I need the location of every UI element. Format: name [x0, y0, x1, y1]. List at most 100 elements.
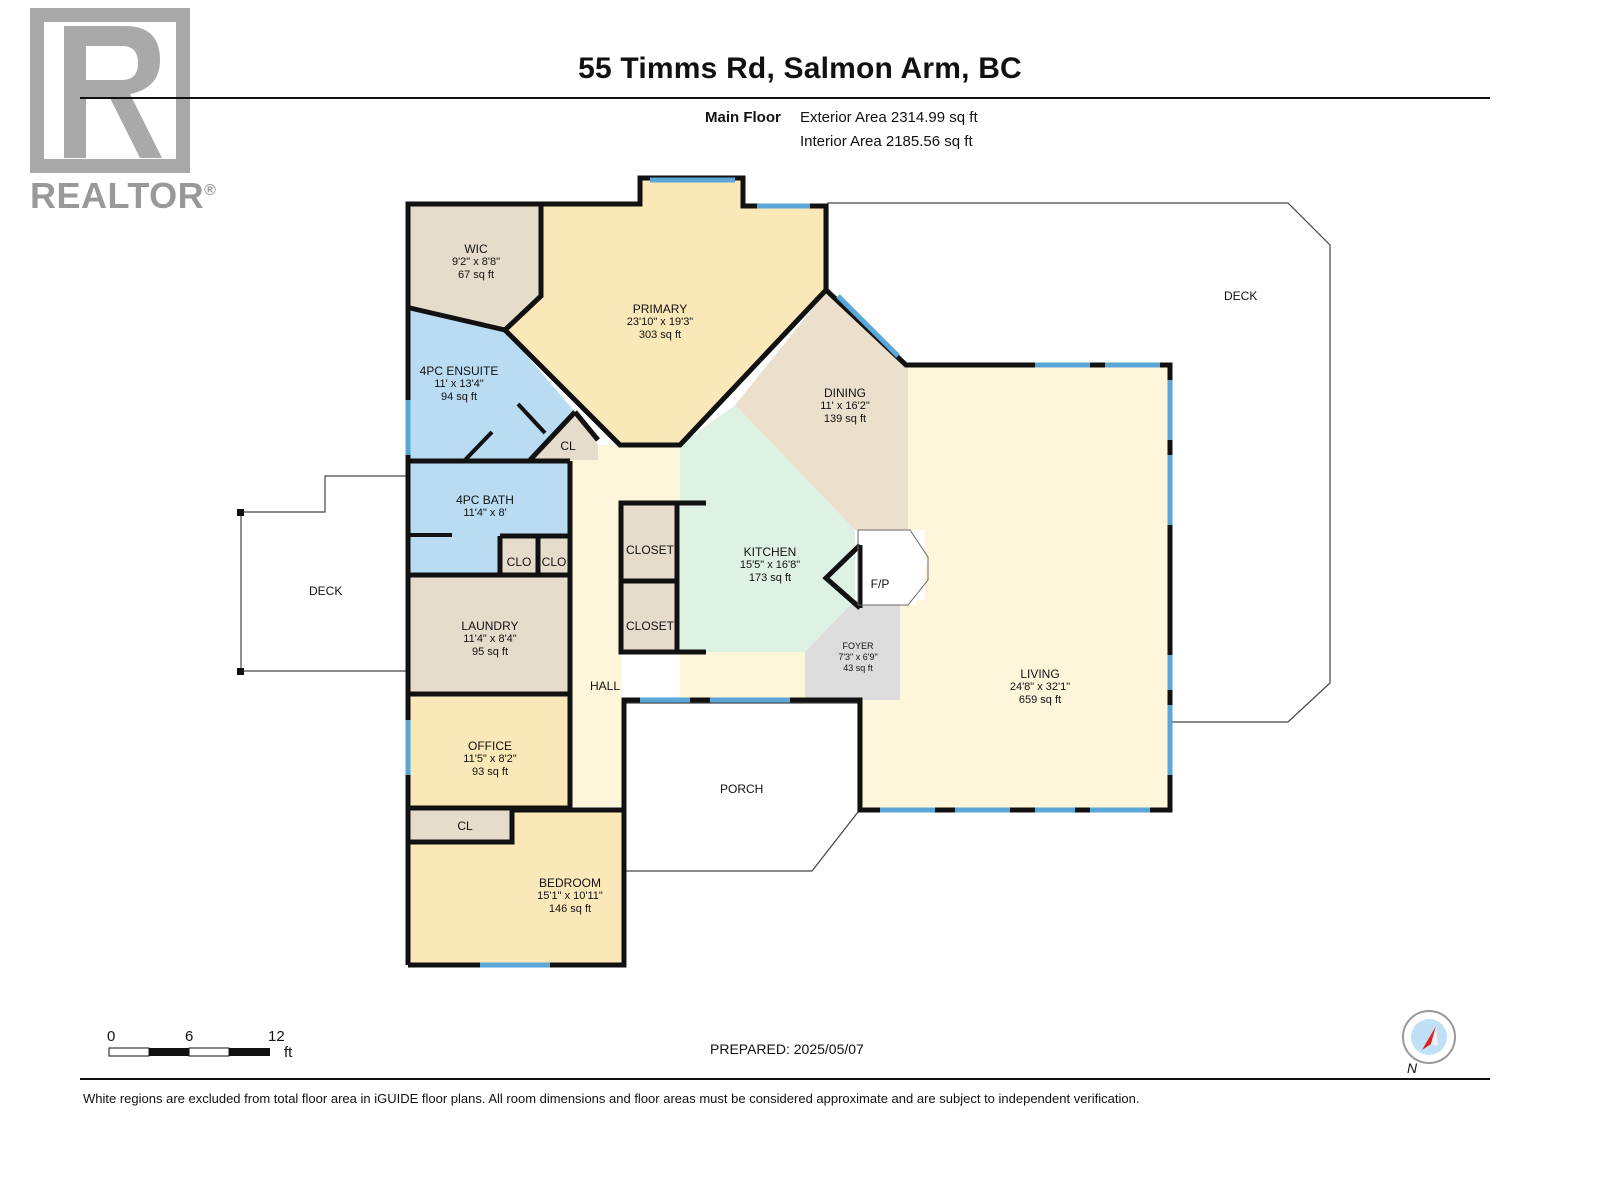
room-area: 95 sq ft — [471, 646, 509, 658]
room-area: 659 sq ft — [1018, 694, 1062, 706]
deck-west-outline — [240, 475, 409, 672]
room-fill-bedroom — [410, 810, 622, 965]
room-fill-hall-strip — [570, 445, 622, 807]
room-label-ensuite: 4PC ENSUITE 11' x 13'4" 94 sq ft — [414, 365, 504, 404]
floor-label: Main Floor — [705, 109, 781, 126]
room-fill-laundry — [410, 577, 570, 693]
room-name: LIVING — [1020, 667, 1060, 681]
room-label-bedroom: BEDROOM 15'1" x 10'11" 146 sq ft — [520, 877, 620, 916]
room-label-laundry: LAUNDRY 11'4" x 8'4" 95 sq ft — [445, 620, 535, 659]
disclaimer: White regions are excluded from total fl… — [83, 1091, 1140, 1106]
room-fill-closet2 — [622, 582, 677, 652]
room-name: 4PC ENSUITE — [419, 364, 499, 378]
room-name: BEDROOM — [538, 876, 601, 890]
prepared-date: PREPARED: 2025/05/07 — [710, 1041, 864, 1057]
room-label-clo2: CLO — [539, 556, 569, 569]
compass-north-label: N — [1407, 1060, 1418, 1076]
fireplace-hearth — [857, 529, 929, 606]
room-label-closet1: CLOSET — [622, 544, 678, 557]
room-label-hall: HALL — [585, 680, 625, 693]
room-area: 93 sq ft — [471, 766, 509, 778]
room-fill-closet1 — [622, 505, 677, 580]
room-fill-living — [860, 365, 1170, 810]
room-name: DINING — [824, 386, 866, 400]
room-name: OFFICE — [468, 739, 512, 753]
wall-fireplace — [822, 543, 862, 610]
scale-tick-0: 0 — [107, 1028, 116, 1045]
room-label-office: OFFICE 11'5" x 8'2" 93 sq ft — [445, 740, 535, 779]
room-fill-dining — [735, 292, 908, 530]
deck-east-label: DECK — [1224, 289, 1258, 303]
header-rule — [80, 97, 1490, 99]
room-dimensions: 15'5" x 16'8" — [739, 559, 801, 571]
room-fill-clo1 — [500, 536, 538, 574]
room-label-bath: 4PC BATH 11'4" x 8' — [440, 494, 530, 520]
room-name: 4PC BATH — [456, 493, 514, 507]
wall-primary-diag-left — [503, 206, 544, 332]
wall-ensuite-cl — [528, 410, 577, 462]
room-name: CLOSET — [625, 543, 674, 557]
room-dimensions: 23'10" x 19'3" — [626, 316, 694, 328]
wall-ensuite-top — [409, 305, 506, 333]
wall-closets — [618, 500, 706, 655]
realtor-wordmark: REALTOR® — [30, 175, 217, 216]
room-label-dining: DINING 11' x 16'2" 139 sq ft — [800, 387, 890, 426]
room-area: 94 sq ft — [440, 391, 478, 403]
room-label-closet2: CLOSET — [622, 620, 678, 633]
room-dimensions: 11'4" x 8'4" — [463, 633, 517, 645]
room-fill-clo2 — [538, 536, 570, 574]
room-label-cl-bedroom: CL — [450, 820, 480, 833]
room-area: 139 sq ft — [823, 413, 867, 425]
wall-bedroom-top — [410, 807, 622, 845]
room-dimensions: 11'5" x 8'2" — [463, 753, 517, 765]
deck-west-label: DECK — [309, 584, 343, 598]
room-name: CLO — [506, 555, 532, 569]
room-area: 67 sq ft — [457, 269, 495, 281]
room-label-living: LIVING 24'8" x 32'1" 659 sq ft — [990, 668, 1090, 707]
scale-unit: ft — [284, 1044, 293, 1061]
realtor-r-logo — [30, 8, 205, 213]
windows — [405, 177, 1173, 968]
room-fill-cl-ensuite — [530, 412, 598, 460]
room-dimensions: 15'1" x 10'11" — [537, 890, 603, 902]
fireplace-label: F/P — [865, 578, 895, 591]
partial-walls — [410, 402, 547, 537]
deck-post — [237, 668, 244, 675]
footer-rule — [80, 1078, 1490, 1080]
exterior-area: Exterior Area 2314.99 sq ft — [800, 109, 978, 126]
room-name: LAUNDRY — [461, 619, 519, 633]
room-name: CLOSET — [625, 619, 674, 633]
room-dimensions: 11'4" x 8' — [463, 507, 507, 519]
room-name: KITCHEN — [743, 545, 797, 559]
room-label-foyer: FOYER 7'3" x 6'9" 43 sq ft — [828, 641, 888, 674]
porch-label: PORCH — [720, 782, 764, 796]
room-name: WIC — [464, 242, 488, 256]
room-fill-kitchen — [680, 405, 855, 652]
room-label-cl-ensuite: CL — [553, 440, 583, 453]
room-area: 146 sq ft — [548, 903, 592, 915]
scale-tick-6: 6 — [185, 1028, 194, 1045]
room-name: FOYER — [842, 641, 874, 651]
scale-bar — [108, 1047, 270, 1057]
room-area: 43 sq ft — [843, 663, 873, 673]
north-arrow-icon — [1402, 1010, 1456, 1064]
room-dimensions: 9'2" x 8'8" — [451, 256, 501, 268]
wall-primary-diag-bottom — [503, 288, 828, 448]
scale-tick-12: 12 — [268, 1028, 285, 1045]
room-fill-primary — [505, 180, 826, 445]
page-title: 55 Timms Rd, Salmon Arm, BC — [578, 52, 1022, 85]
room-dimensions: 7'3" x 6'9" — [838, 652, 878, 662]
room-fills — [410, 180, 1170, 965]
room-area: 173 sq ft — [748, 572, 792, 584]
room-label-primary: PRIMARY 23'10" x 19'3" 303 sq ft — [600, 303, 720, 342]
room-name: PRIMARY — [632, 302, 688, 316]
room-name: F/P — [870, 577, 890, 591]
room-dimensions: 24'8" x 32'1" — [1009, 681, 1071, 693]
room-fill-cl-bedroom — [410, 810, 512, 842]
room-area: 303 sq ft — [638, 329, 682, 341]
room-name: HALL — [589, 679, 621, 693]
room-dimensions: 11' x 16'2" — [820, 400, 870, 412]
interior-area: Interior Area 2185.56 sq ft — [800, 133, 973, 150]
room-name: CL — [560, 439, 576, 453]
